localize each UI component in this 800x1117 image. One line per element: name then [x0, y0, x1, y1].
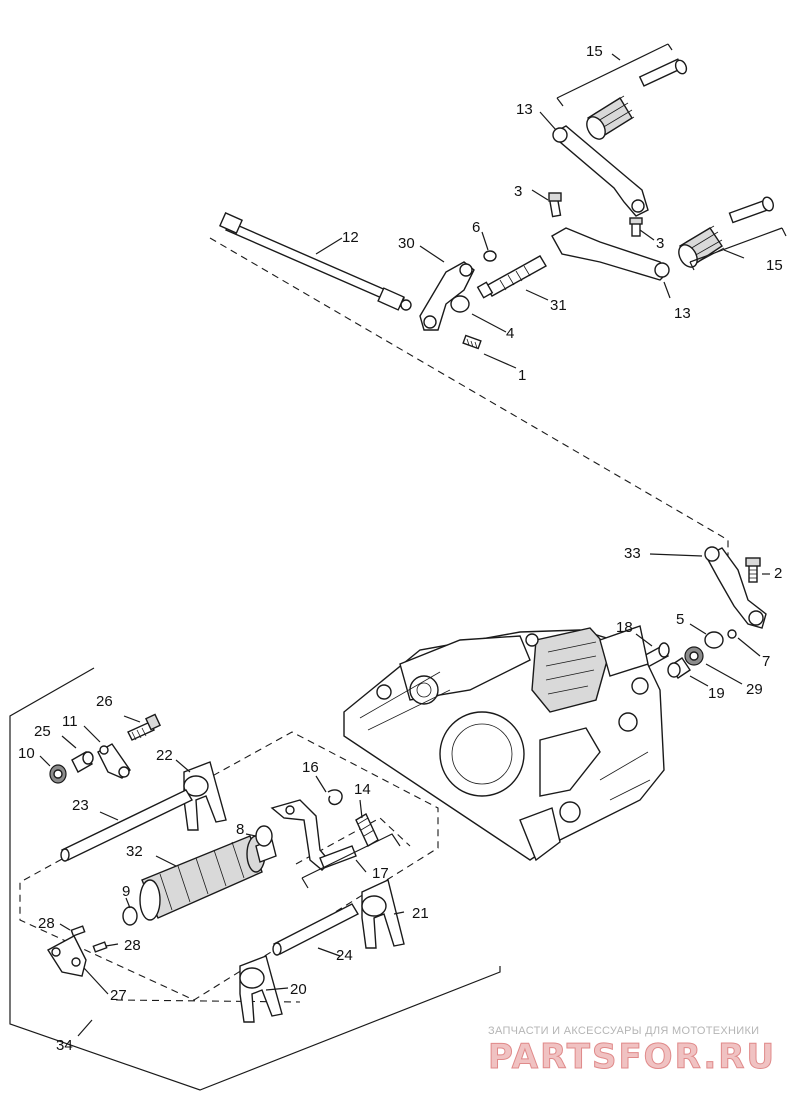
callout-27: 27: [110, 987, 127, 1004]
screw-28a: [70, 925, 86, 937]
callout-15-top: 15: [586, 43, 603, 60]
bushing-19: [667, 657, 691, 679]
callout-34: 34: [56, 1037, 73, 1054]
shift-fork-22: [183, 761, 227, 831]
ring-9: [122, 906, 138, 926]
callout-22: 22: [156, 747, 173, 764]
shift-arm-group: [639, 546, 767, 679]
shift-shaft: [476, 255, 547, 299]
callout-17: 17: [372, 865, 389, 882]
callout-33: 33: [624, 545, 641, 562]
callout-20: 20: [290, 981, 307, 998]
screw-2: [745, 557, 761, 583]
shift-drum-group: [9, 667, 501, 1091]
screw-28b: [92, 941, 108, 953]
shift-arm-33: [704, 546, 767, 629]
spring-14: [355, 812, 379, 848]
callout-28-a: 28: [38, 915, 55, 932]
screw-3a: [548, 192, 562, 218]
shift-fork-21: [361, 879, 405, 949]
callout-5: 5: [676, 611, 684, 628]
bushing-4: [450, 295, 470, 313]
shifter-lever-30: [419, 261, 475, 331]
spring-25: [71, 751, 94, 773]
callout-3-lower: 3: [656, 235, 664, 252]
callout-2: 2: [774, 565, 782, 582]
callout-11: 11: [62, 713, 78, 730]
callout-13-lower: 13: [674, 305, 691, 322]
shift-rod: [219, 212, 412, 311]
retainer-plate-27: [47, 935, 87, 977]
callout-1: 1: [518, 367, 526, 384]
watermark-tagline: ЗАПЧАСТИ И АКСЕССУАРЫ ДЛЯ МОТОТЕХНИКИ: [488, 1025, 759, 1037]
ring-8: [255, 825, 273, 847]
callout-8: 8: [236, 821, 244, 838]
footpeg-lower: [678, 196, 774, 268]
callout-32: 32: [126, 843, 143, 860]
leader-lines: [39, 53, 770, 1037]
callout-3-top: 3: [514, 183, 522, 200]
watermark: ЗАПЧАСТИ И АКСЕССУАРЫ ДЛЯ МОТОТЕХНИКИ PA…: [488, 1025, 776, 1078]
callout-29: 29: [746, 681, 763, 698]
seal-29: [684, 646, 704, 666]
shift-linkage-group: [219, 43, 787, 350]
shift-drum-32: [139, 835, 277, 921]
callout-13-top: 13: [516, 101, 533, 118]
callout-12: 12: [342, 229, 359, 246]
callout-labels: 15 13 3 3 6 12 30 15 31 13 4 1 33 2 18 5…: [18, 43, 783, 1054]
callout-31: 31: [550, 297, 567, 314]
callout-4: 4: [506, 325, 514, 342]
shift-lever-top: [552, 125, 649, 217]
callout-24: 24: [336, 947, 353, 964]
callout-26: 26: [96, 693, 113, 710]
callout-6: 6: [472, 219, 480, 236]
bushing-6: [483, 250, 497, 262]
callout-25: 25: [34, 723, 51, 740]
watermark-brand: PARTSFOR.RU: [488, 1037, 776, 1077]
fork-rail-24: [272, 903, 359, 956]
callout-14: 14: [354, 781, 371, 798]
clip-7: [727, 629, 737, 639]
callout-30: 30: [398, 235, 415, 252]
screw-3b: [629, 217, 643, 237]
callout-10: 10: [18, 745, 35, 762]
callout-23: 23: [72, 797, 89, 814]
fork-rail-23: [60, 789, 193, 862]
callout-21: 21: [412, 905, 429, 922]
shift-fork-20: [239, 955, 283, 1023]
screw-1: [462, 334, 482, 350]
clip-16: [327, 789, 343, 806]
callout-28-b: 28: [124, 937, 141, 954]
roller-10: [49, 764, 67, 784]
footpeg-top: [586, 58, 688, 140]
callout-18: 18: [616, 619, 633, 636]
shift-lever-lower: [551, 227, 670, 281]
callout-7: 7: [762, 653, 770, 670]
washer-5: [704, 631, 724, 649]
callout-9: 9: [122, 883, 130, 900]
transmission-case: [343, 625, 665, 862]
screw-26: [127, 713, 161, 741]
detent-arm-11: [97, 743, 131, 779]
callout-15-lower: 15: [766, 257, 783, 274]
callout-16: 16: [302, 759, 319, 776]
shift-pawl-17: [270, 799, 357, 871]
callout-19: 19: [708, 685, 725, 702]
